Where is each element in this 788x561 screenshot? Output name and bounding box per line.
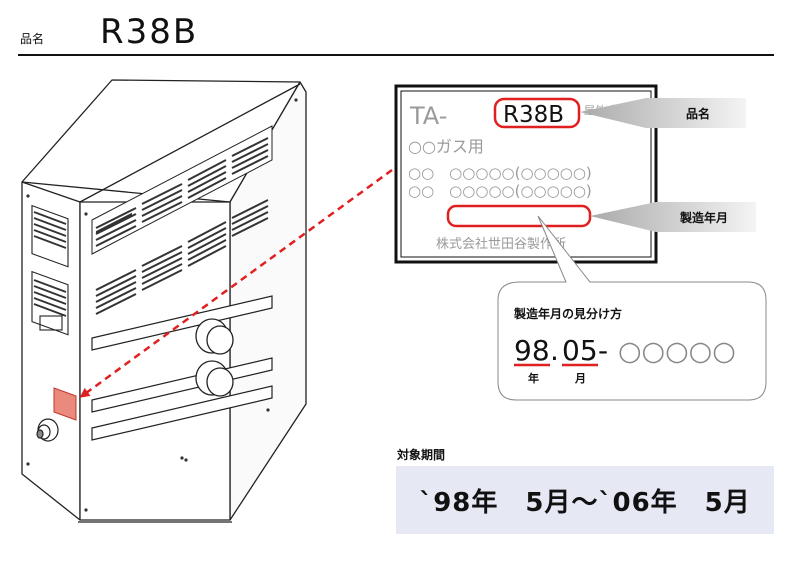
date-callout-tag <box>590 202 756 232</box>
howto-month-digits: 05 <box>562 334 598 367</box>
plate-gas-type: ○○ガス用 <box>408 137 484 156</box>
plate-spec-line-2: ○○ ○○○○○(○○○○○) <box>408 182 592 200</box>
plate-prefix: TA- <box>409 102 447 130</box>
target-period-box: `98年 5月～`06年 5月 <box>396 466 774 534</box>
howto-year-digits: 98 <box>514 334 550 367</box>
date-reading-bubble <box>497 215 767 401</box>
target-period-label: 対象期間 <box>397 448 446 462</box>
location-leader-arrow <box>79 168 393 398</box>
name-callout-tag <box>580 98 746 128</box>
gas-connector <box>36 418 59 442</box>
howto-title: 製造年月の見分け方 <box>513 306 622 321</box>
plate-spec-line-1: ○○ ○○○○○(○○○○○) <box>408 164 592 182</box>
water-heater-unit <box>21 79 307 523</box>
label-location-highlight <box>53 387 77 421</box>
date-highlight-outline <box>446 204 592 228</box>
product-model-title: R38B <box>100 12 199 52</box>
target-period-value: `98年 5月～`06年 5月 <box>419 487 751 518</box>
unit-left-face <box>21 181 81 521</box>
product-name-label: 品名 <box>20 32 45 46</box>
vent-slats <box>33 137 269 317</box>
model-highlight-outline <box>493 97 581 129</box>
howto-serial: ○○○○○ <box>618 336 736 367</box>
date-callout-label: 製造年月 <box>679 210 728 225</box>
unit-screws <box>26 98 298 512</box>
howto-dot: . <box>550 334 559 367</box>
pipe-knobs <box>195 318 234 397</box>
name-callout-label: 品名 <box>686 106 710 121</box>
plate-maker: 株式会社世田谷製作所 <box>436 236 566 252</box>
month-caption: 月 <box>574 372 586 385</box>
year-caption: 年 <box>528 371 539 385</box>
plate-model: R38B <box>503 102 564 128</box>
vent-frames <box>31 204 69 336</box>
howto-dash: - <box>598 334 608 367</box>
header-divider <box>18 54 774 56</box>
